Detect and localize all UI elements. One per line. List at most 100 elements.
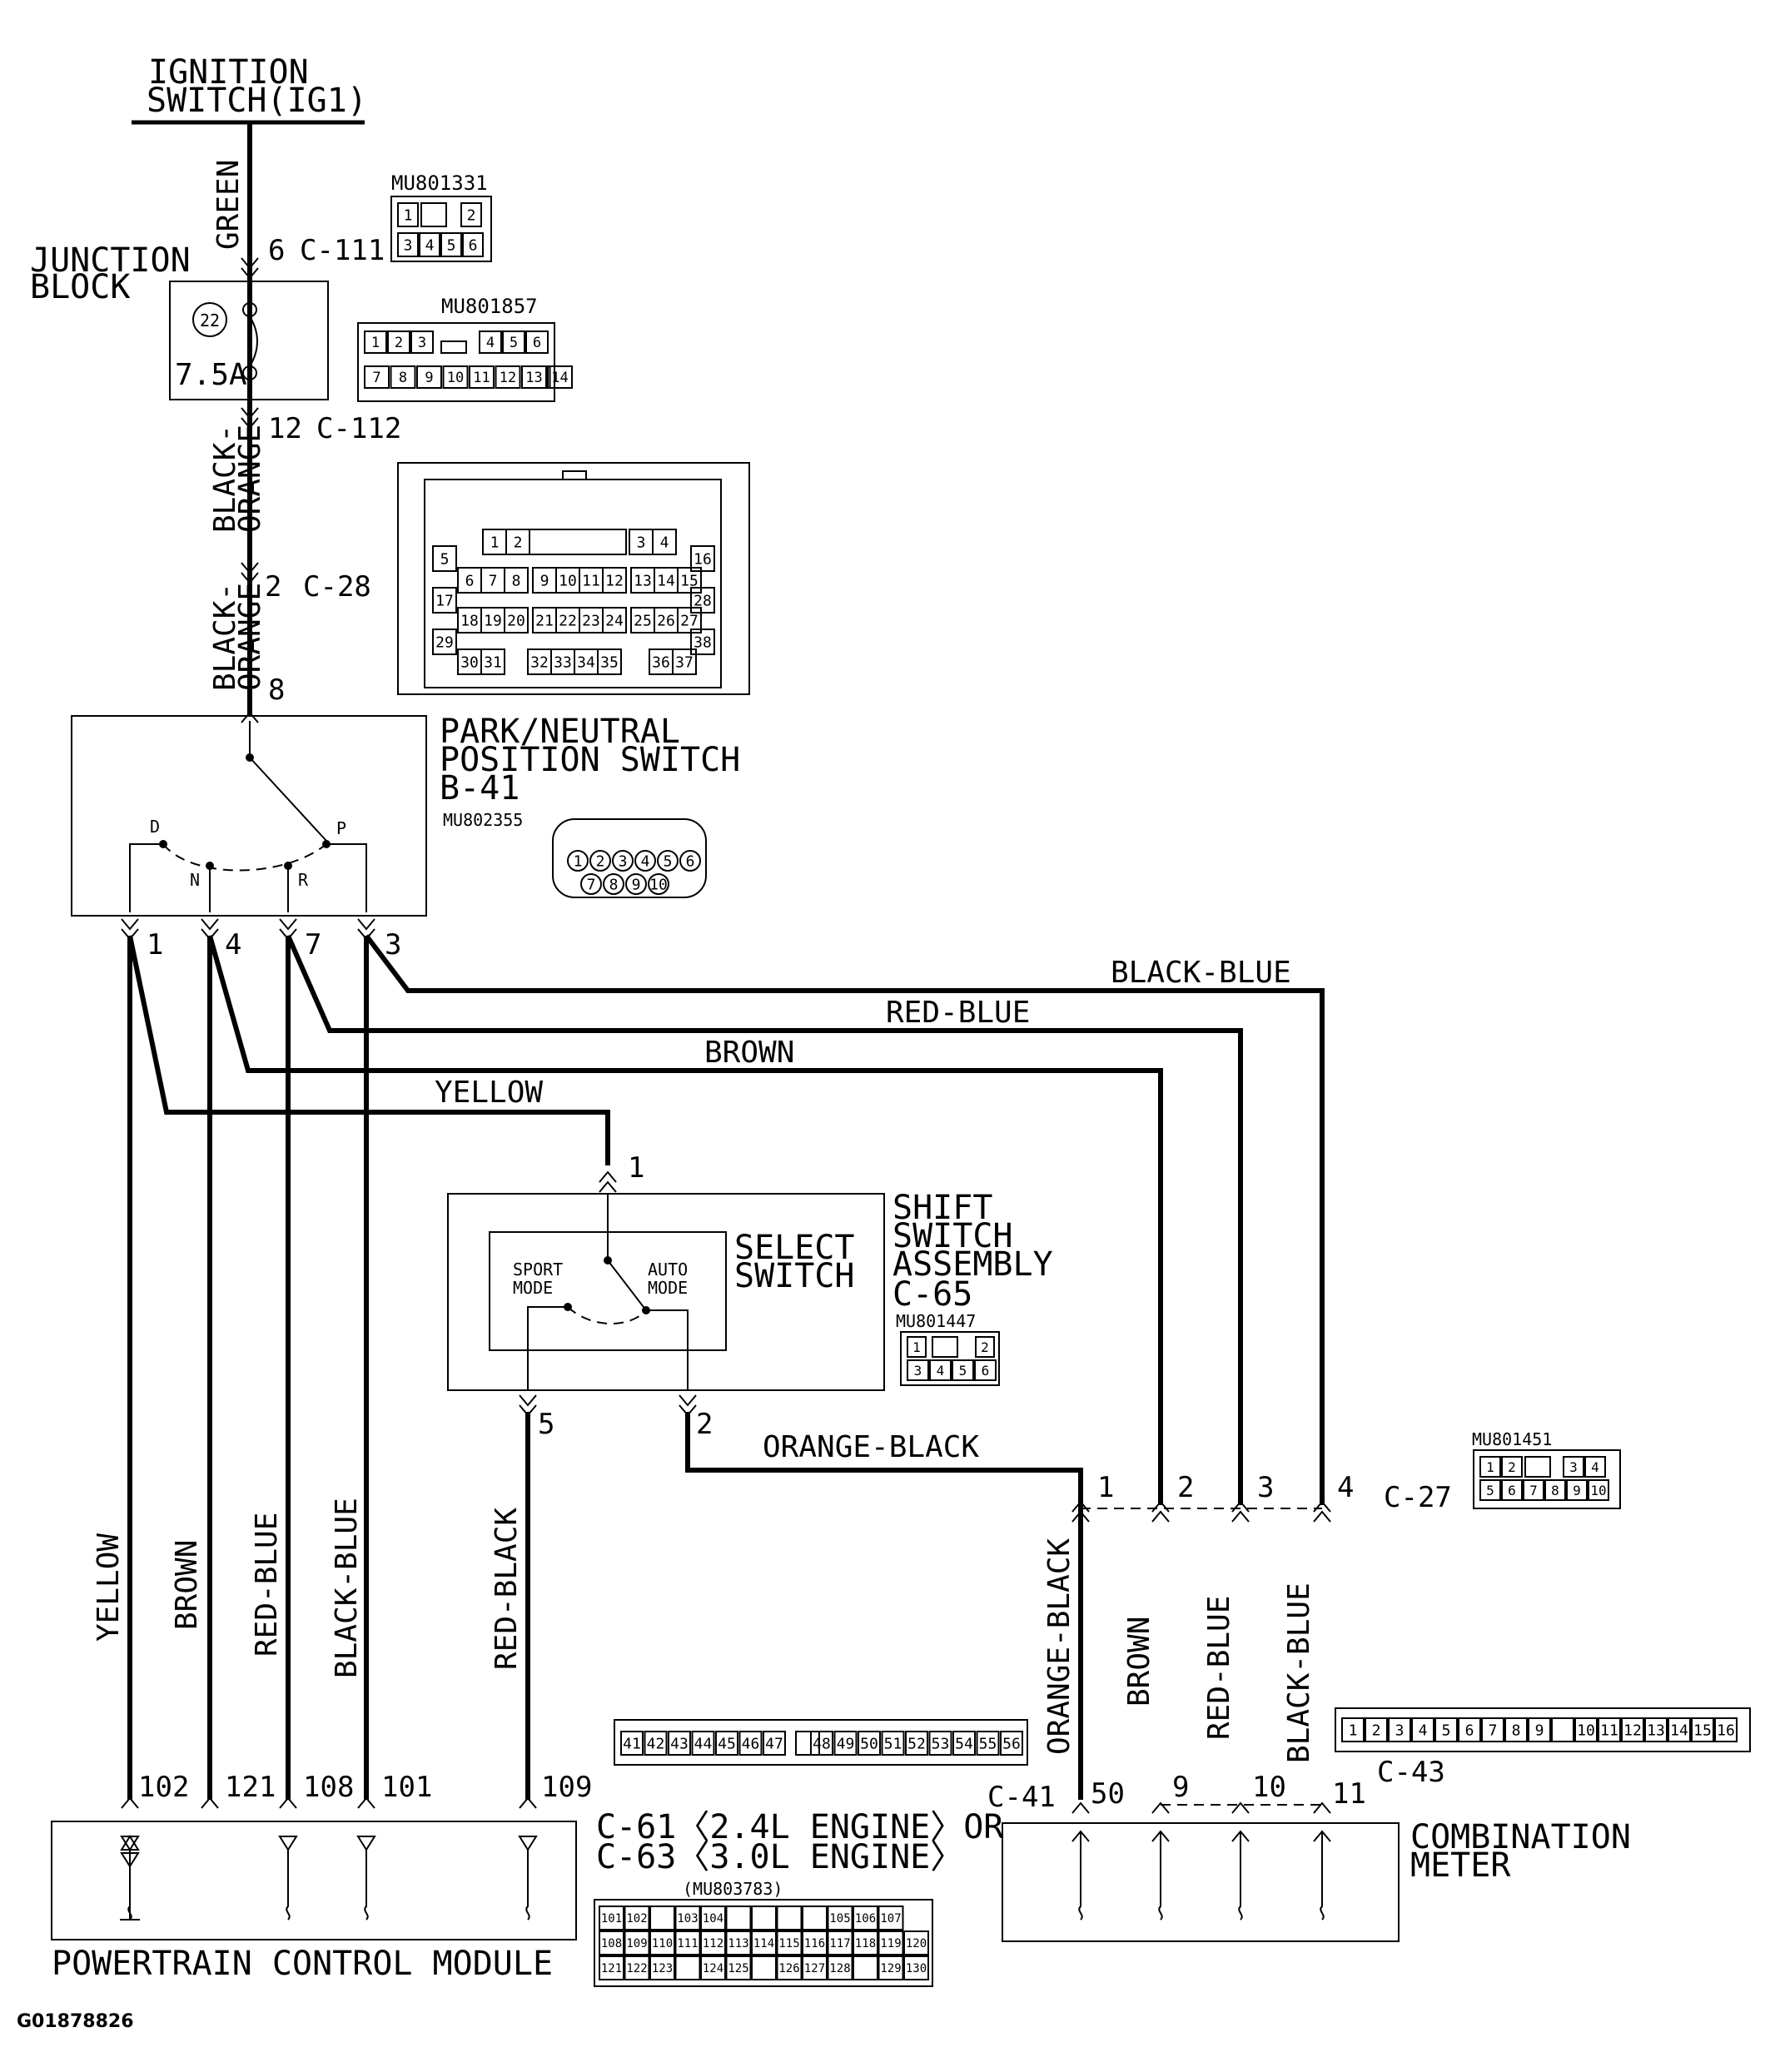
pn-blade (249, 757, 327, 842)
pcm-input-108 (278, 1836, 298, 1920)
connector-cavity (725, 1955, 752, 1980)
connector-cavity-number: 4 (937, 1363, 945, 1379)
connector-cavity-number: 110 (652, 1937, 673, 1950)
connector-cavity-number: 9 (1535, 1722, 1544, 1739)
connector-arrow (1151, 1500, 1170, 1523)
pn-switch-box (71, 715, 427, 917)
select-blade (607, 1260, 647, 1311)
connector-cavity-number: 9 (540, 572, 549, 589)
connector-cavity (603, 873, 624, 895)
connector-arrow (1313, 1801, 1331, 1814)
shift-pin-auto: 2 (696, 1408, 713, 1441)
connector-cavity (833, 1731, 858, 1756)
connector-cavity-number: 26 (657, 612, 675, 629)
connector-cavity (751, 1930, 777, 1955)
connector-cavity-number: 12 (1623, 1722, 1642, 1739)
connector-cavity-number: 103 (677, 1912, 698, 1925)
select-lead-auto (646, 1309, 689, 1390)
connector-cavity-number: 15 (680, 572, 699, 589)
connector-cavity-number: 45 (718, 1735, 736, 1752)
connector-cavity-number: 3 (619, 852, 628, 870)
connector-cavity (668, 1731, 691, 1756)
shift-label-line1: SHIFT (892, 1189, 992, 1227)
connector-cavity (529, 529, 627, 555)
connector-cavity-number: 105 (829, 1912, 850, 1925)
connector-cavity-number: 6 (533, 335, 541, 351)
connector-cavity-number: 49 (837, 1735, 855, 1752)
ignition-label-line2: SWITCH(IG1) (147, 82, 367, 120)
pcm-pin-121: 121 (225, 1771, 276, 1804)
connector-arrow (1231, 1801, 1250, 1814)
connector-cavity (725, 1906, 752, 1930)
connector-cavity (504, 567, 529, 594)
connector-cavity-number: 5 (664, 852, 673, 870)
connector-arrow (241, 562, 259, 584)
connector-cavity (932, 1336, 958, 1358)
connector-cavity-number: 16 (694, 550, 712, 568)
connector-cavity (1434, 1717, 1458, 1742)
connector-cavity-number: 17 (435, 592, 454, 609)
connector-cavity (853, 1955, 878, 1980)
wire-label-black-orange-2b: ORANGE (233, 583, 267, 691)
shift-label-line2: SWITCH (892, 1217, 1013, 1255)
c28-label: C-28 (303, 570, 371, 604)
pcm-pin-101: 101 (381, 1771, 432, 1804)
connector-cavity-number: 117 (829, 1937, 850, 1950)
connector-cavity (1504, 1717, 1528, 1742)
wire-label-black-orange-1a: BLACK- (208, 425, 242, 533)
connector-cavity-number: 112 (703, 1937, 723, 1950)
connector-cavity (700, 1955, 726, 1980)
connector-cavity-number: 119 (880, 1937, 901, 1950)
connector-cavity-number: 13 (634, 572, 652, 589)
connector-cavity-number: 7 (1489, 1722, 1498, 1739)
connector-cavity (397, 232, 419, 257)
pcm-label: POWERTRAIN CONTROL MODULE (52, 1945, 553, 1983)
wire-label-black-blue-meter: BLACK-BLUE (1282, 1583, 1316, 1763)
connector-cavity (1479, 1479, 1501, 1501)
connector-cavity (620, 1731, 644, 1756)
connector-cavity (432, 587, 457, 614)
connector-cavity (690, 629, 715, 655)
shift-label-line3: ASSEMBLY (892, 1245, 1053, 1284)
connector-cavity (677, 567, 702, 594)
connector-cavity-number: 1 (404, 206, 413, 224)
pn-position-p: P (336, 818, 346, 838)
meter-label-line1: COMBINATION (1410, 1818, 1631, 1856)
connector-cavity (929, 1359, 952, 1381)
connector-cavity (1481, 1717, 1504, 1742)
c28-inner (424, 479, 722, 688)
connector-cavity (442, 365, 469, 389)
connector-cavity (903, 1955, 929, 1980)
connector-cavity (878, 1955, 904, 1980)
connector-cavity (419, 232, 440, 257)
connector-cavity (1528, 1717, 1551, 1742)
connector-cavity (1365, 1717, 1388, 1742)
connector-cavity (602, 567, 627, 594)
connector-cavity-number: 6 (469, 236, 478, 254)
connector-cavity (580, 873, 602, 895)
connector-cavity-number: 48 (813, 1735, 831, 1752)
connector-arrow (121, 1796, 139, 1809)
connector-cavity-number: 8 (609, 876, 619, 893)
connector-cavity-number: 5 (440, 550, 450, 568)
pcm-internal-inputs (120, 1835, 538, 1920)
connector-cavity (795, 1731, 820, 1756)
connector-cavity-number: 11 (1600, 1722, 1618, 1739)
connector-cavity (952, 1731, 976, 1756)
connector-cavity (738, 1731, 763, 1756)
connector-cavity-number: 115 (778, 1937, 799, 1950)
connector-cavity (928, 1731, 952, 1756)
wire-label-black-orange-1b: ORANGE (233, 425, 267, 533)
connector-cavity-number: 32 (530, 653, 549, 671)
connector-cavity (525, 330, 549, 354)
connector-cavity (715, 1731, 738, 1756)
connector-cavity-number: 3 (418, 335, 426, 351)
connector-cavity-number: 4 (486, 335, 495, 351)
c27-label: C-27 (1384, 1481, 1452, 1514)
pcm-input-101 (356, 1836, 376, 1920)
connector-cavity-number: 8 (512, 572, 521, 589)
pn-position-n: N (190, 870, 200, 890)
